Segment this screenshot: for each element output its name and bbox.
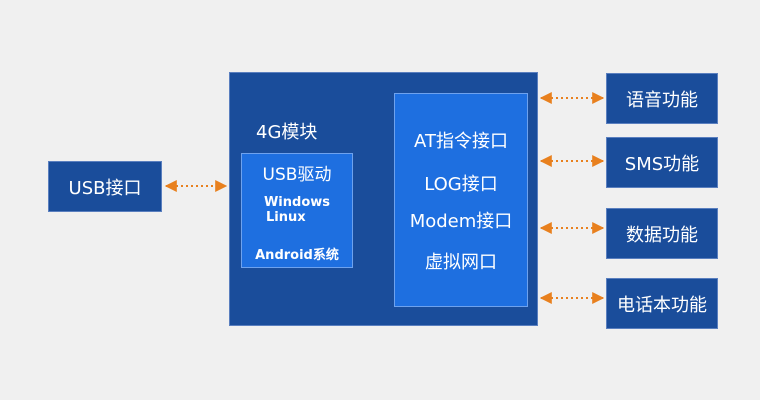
driver-os-linux: Linux: [266, 210, 306, 225]
usb-interface-label: USB接口: [68, 177, 142, 199]
feature-voice-label: 语音功能: [626, 89, 698, 111]
feature-phonebook-label: 电话本功能: [617, 294, 707, 316]
feature-voice-box: 语音功能: [606, 73, 718, 124]
module-title: 4G模块: [256, 122, 318, 143]
interface-log: LOG接口: [424, 174, 498, 195]
usb-driver-box: USB驱动 Windows Linux Android系统: [241, 153, 353, 268]
driver-os-android: Android系统: [255, 248, 339, 263]
driver-os-windows: Windows: [263, 195, 331, 210]
feature-sms-box: SMS功能: [606, 137, 718, 188]
interface-virtual-nic: 虚拟网口: [425, 252, 497, 273]
usb-interface-box: USB接口: [48, 161, 162, 212]
usb-driver-title: USB驱动: [262, 165, 332, 185]
feature-data-label: 数据功能: [626, 224, 698, 246]
feature-phonebook-box: 电话本功能: [606, 278, 718, 329]
module-4g-box: 4G模块 USB驱动 Windows Linux Android系统 AT指令接…: [229, 72, 538, 326]
feature-sms-label: SMS功能: [624, 153, 700, 175]
interface-modem: Modem接口: [409, 211, 513, 232]
interface-at-command: AT指令接口: [414, 131, 508, 152]
feature-data-box: 数据功能: [606, 208, 718, 259]
interfaces-box: AT指令接口 LOG接口 Modem接口 虚拟网口: [394, 93, 528, 307]
